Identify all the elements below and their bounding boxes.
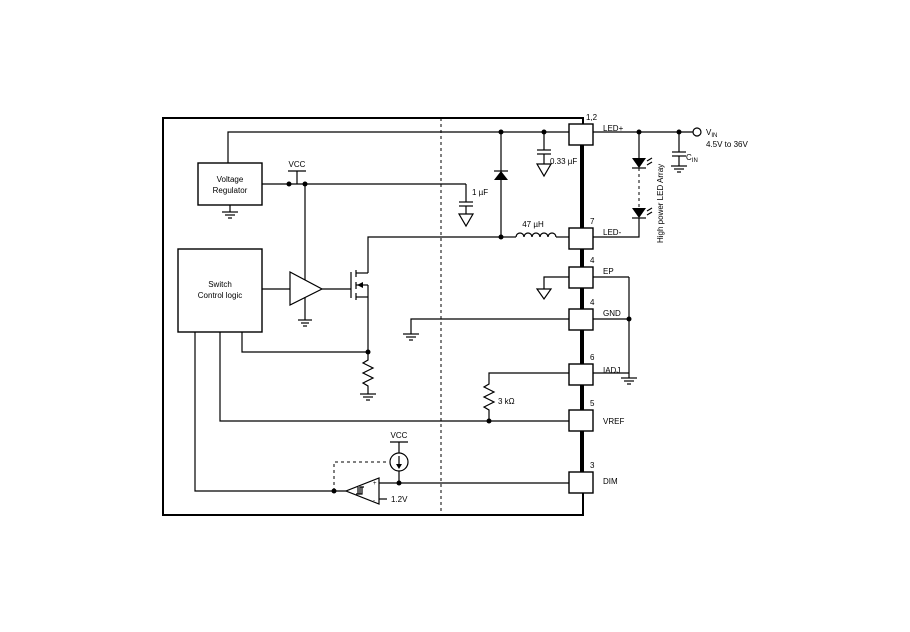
pin-gnd-number: 4 [590,298,595,307]
pin-led-minus [568,227,594,250]
vref-wire [219,332,569,422]
schmitt-trigger-icon [356,486,364,495]
sense-resistor [361,352,375,394]
current-sense-wire [241,332,368,353]
ground-symbol-1uf [457,213,475,228]
svg-text:-: - [373,498,375,504]
svg-text:+: + [373,481,377,487]
pin-iadj-number: 6 [590,353,595,362]
cin-label: CIN [686,153,698,164]
vin-terminal [692,127,702,137]
ground-symbol-amp [298,319,312,327]
drain-wire [367,236,501,273]
pin-gnd [568,308,594,331]
ground-symbol-cin [671,165,687,173]
led-1 [632,157,653,169]
inductor-label: 47 µH [522,220,544,229]
ground-symbol-sense [360,393,376,401]
voltage-regulator-label-1: Voltage [217,175,244,184]
pin-ep-number: 4 [590,256,595,265]
led-array-label: High power LED Array [656,164,665,243]
ground-symbol-ep [535,288,553,301]
pin-led-minus-number: 7 [590,217,595,226]
pin-gnd-name: GND [603,309,621,318]
inductor [515,232,557,238]
voltage-regulator-block [197,162,263,206]
pin-dim-number: 3 [590,461,595,470]
vcc-top-label: VCC [289,160,306,169]
voltage-regulator-label-2: Regulator [213,186,248,195]
gate-driver-amplifier [289,271,324,306]
ground-symbol-reg [222,211,238,219]
resistor-3k-label: 3 kΩ [498,397,515,406]
dim-comparator [344,477,380,505]
reg-input-wire [227,131,569,163]
mosfet-switch [350,270,368,300]
pin-led-minus-name: LED- [603,228,622,237]
switch-control-label-1: Switch [208,280,232,289]
vcc-bottom-label: VCC [391,431,408,440]
pin-ep [568,266,594,289]
pin-led-plus [568,123,594,146]
pin-dim-name: DIM [603,477,618,486]
pin-ep-name: EP [603,267,614,276]
switch-control-label-2: Control logic [198,291,242,300]
pin-vref [568,409,594,432]
ep-wire [543,276,569,289]
pin-iadj-name: IADJ [603,366,620,375]
pin-iadj [568,363,594,386]
resistor-3k [482,372,569,421]
vin-label: VIN [706,128,717,139]
pin-vref-name: VREF [603,417,624,426]
ground-symbol-033uf [535,163,553,178]
freewheel-diode [494,170,508,180]
vin-range-label: 4.5V to 36V [706,140,748,149]
cap-1uf-label: 1 µF [472,188,488,197]
switch-control-block [177,248,263,333]
ref-12v-label: 1.2V [391,495,408,504]
pin-dim [568,471,594,494]
pin-led-plus-number: 1,2 [586,113,598,122]
ground-symbol-external [621,377,637,385]
pin-led-plus-name: LED+ [603,124,624,133]
ground-symbol-gnd [403,333,419,341]
pin-vref-number: 5 [590,399,595,408]
led-2 [632,207,653,219]
gnd-wire [410,318,569,334]
dim-control-wire [194,332,346,492]
cap-033uf-label: 0.33 µF [550,157,577,166]
